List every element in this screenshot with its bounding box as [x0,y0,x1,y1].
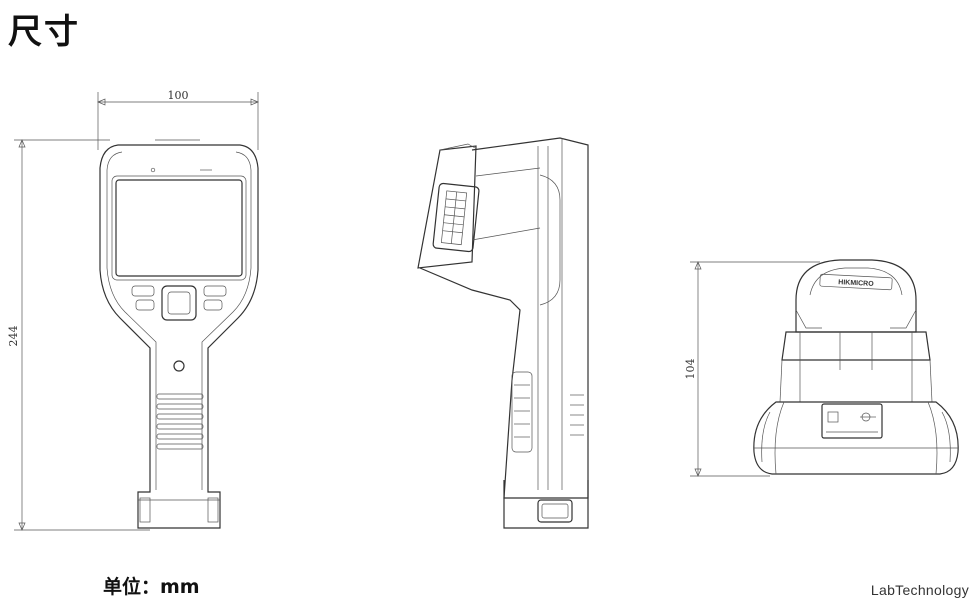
height-dimension-label: 244 [7,326,20,347]
page-title: 尺寸 [8,12,80,52]
logo-text: HIKMICRO [838,279,874,288]
grip-slots [156,393,204,450]
width-dimension-label: 100 [168,89,189,102]
side-view [417,137,589,529]
unit-label: 单位：mm [103,576,200,598]
front-view: 100 244 [7,89,259,531]
depth-dimension-label: 104 [684,359,697,380]
side-grip-slots [511,371,584,453]
bottom-view: 104 HIKMICRO [684,259,959,477]
watermark-text: LabTechnology [870,582,969,598]
